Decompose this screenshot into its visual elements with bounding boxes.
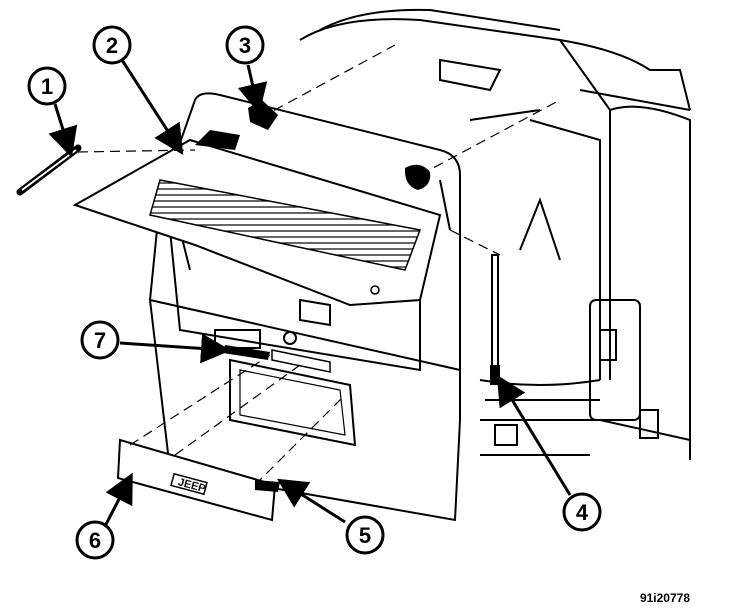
svg-text:2: 2 [106, 33, 118, 58]
leader-lines [48, 59, 572, 533]
svg-text:6: 6 [89, 528, 101, 553]
gas-strut [490, 254, 500, 385]
vehicle-body [299, 8, 691, 460]
svg-text:5: 5 [359, 523, 371, 548]
callout-4: 4 [562, 492, 602, 532]
callout-3: 3 [225, 25, 265, 65]
callout-2: 2 [92, 25, 132, 65]
hinge-pin [16, 144, 82, 196]
license-lamp [255, 480, 280, 492]
liftgate-glass [72, 130, 442, 307]
callout-6: 6 [75, 520, 115, 560]
callout-7: 7 [80, 320, 120, 360]
callout-5: 5 [345, 515, 385, 555]
svg-text:7: 7 [94, 328, 106, 353]
svg-text:3: 3 [239, 33, 251, 58]
applique-panel: JEEP [116, 438, 277, 522]
svg-text:1: 1 [41, 74, 53, 99]
callout-1: 1 [27, 66, 67, 106]
liftgate-handle [223, 345, 331, 373]
figure-id: 91i20778 [640, 591, 690, 605]
svg-text:4: 4 [576, 500, 589, 525]
